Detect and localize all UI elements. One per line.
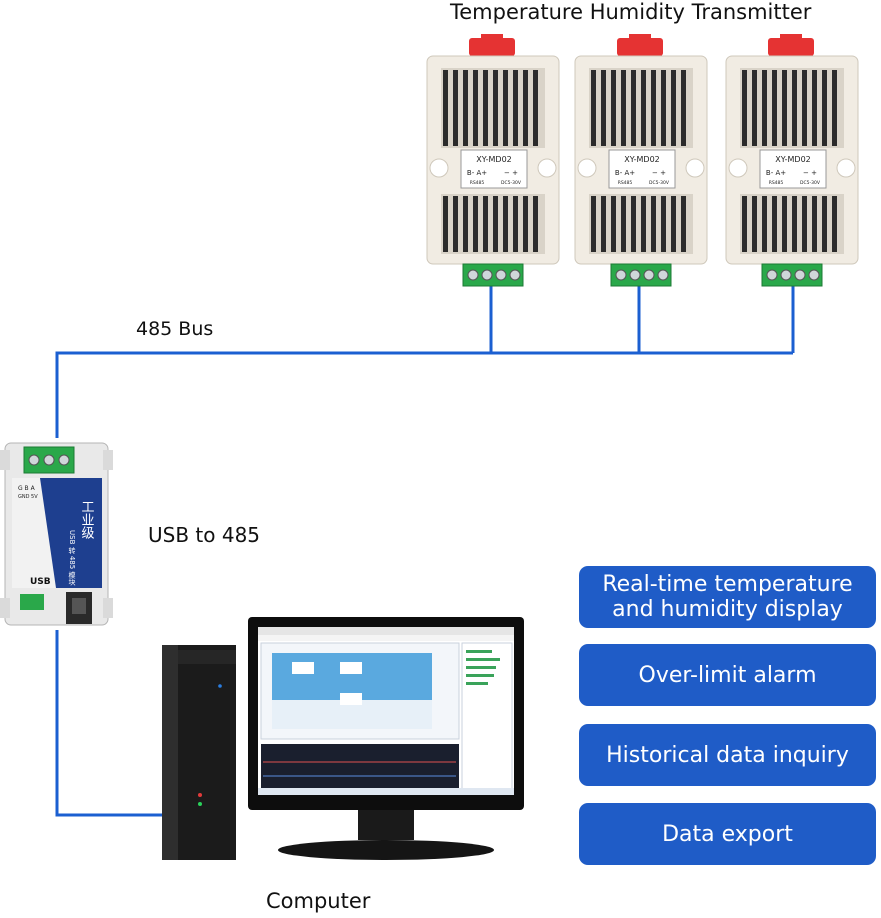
feature-realtime-display: Real-time temperature and humidity displ… xyxy=(579,566,876,628)
usb-cable xyxy=(55,630,162,817)
transmitter-3: XY-MD02 B- A+ − + RS485 DC5-30V xyxy=(725,34,859,287)
transmitter-2: XY-MD02 B- A+ − + RS485 DC5-30V xyxy=(574,34,708,287)
terminal-block xyxy=(610,263,672,287)
transmitter-sub-right: DC5-30V xyxy=(501,180,522,186)
usb-485-converter: G B A GND 5V 工业级 USB 转 485 模块 USB xyxy=(0,442,113,626)
feature-over-limit-alarm: Over-limit alarm xyxy=(579,644,876,706)
terminal-block xyxy=(761,263,823,287)
software-chart-panel xyxy=(261,744,459,792)
transmitter-pins-right: − + xyxy=(504,169,518,177)
feature-data-export: Data export xyxy=(579,803,876,865)
transmitter-model: XY-MD02 xyxy=(775,155,811,164)
bus-wires xyxy=(55,286,795,817)
transmitter-pins-right: − + xyxy=(652,169,666,177)
converter-port-label: USB xyxy=(30,577,51,587)
transmitter-pins-left: B- A+ xyxy=(766,169,786,177)
mount-clip xyxy=(469,38,515,56)
transmitter-pins-left: B- A+ xyxy=(467,169,487,177)
software-tree-panel xyxy=(461,642,513,794)
usb-converter-label: USB to 485 xyxy=(148,523,261,547)
transmitter-sub-left: RS485 xyxy=(618,180,633,186)
bus-label: 485 Bus xyxy=(136,318,214,340)
power-led xyxy=(218,684,222,688)
transmitter-label-plate xyxy=(608,149,676,189)
converter-model-text: USB 转 485 模块 xyxy=(68,530,76,587)
hdd-led-green xyxy=(198,802,202,806)
transmitter-label-plate xyxy=(759,149,827,189)
transmitter-sub-left: RS485 xyxy=(470,180,485,186)
transmitter-sub-right: DC5-30V xyxy=(649,180,670,186)
computer-tower xyxy=(162,645,236,860)
transmitter-label-plate xyxy=(460,149,528,189)
transmitter-pins-left: B- A+ xyxy=(615,169,635,177)
converter-small-terminal xyxy=(20,594,44,610)
monitor xyxy=(248,617,524,860)
transmitter-pins-right: − + xyxy=(803,169,817,177)
mount-clip xyxy=(617,38,663,56)
computer-label: Computer xyxy=(266,889,371,913)
monitor-stand xyxy=(278,840,494,860)
transmitter-sub-right: DC5-30V xyxy=(800,180,821,186)
monitor-neck xyxy=(358,810,414,840)
feature-historical-data: Historical data inquiry xyxy=(579,724,876,786)
bus-main-line xyxy=(55,351,793,438)
diagram-title: Temperature Humidity Transmitter xyxy=(450,0,812,24)
mount-clip xyxy=(768,38,814,56)
hdd-led-red xyxy=(198,793,202,797)
transmitter-model: XY-MD02 xyxy=(624,155,660,164)
transmitter-model: XY-MD02 xyxy=(476,155,512,164)
terminal-block xyxy=(462,263,524,287)
transmitter-sub-left: RS485 xyxy=(769,180,784,186)
converter-brand-text: 工业级 xyxy=(79,500,95,539)
converter-pin-sub: GND 5V xyxy=(18,494,38,500)
transmitter-1: XY-MD02 B- A+ − + RS485 DC5-30V xyxy=(426,34,560,287)
converter-pin-labels: G B A xyxy=(18,485,36,492)
